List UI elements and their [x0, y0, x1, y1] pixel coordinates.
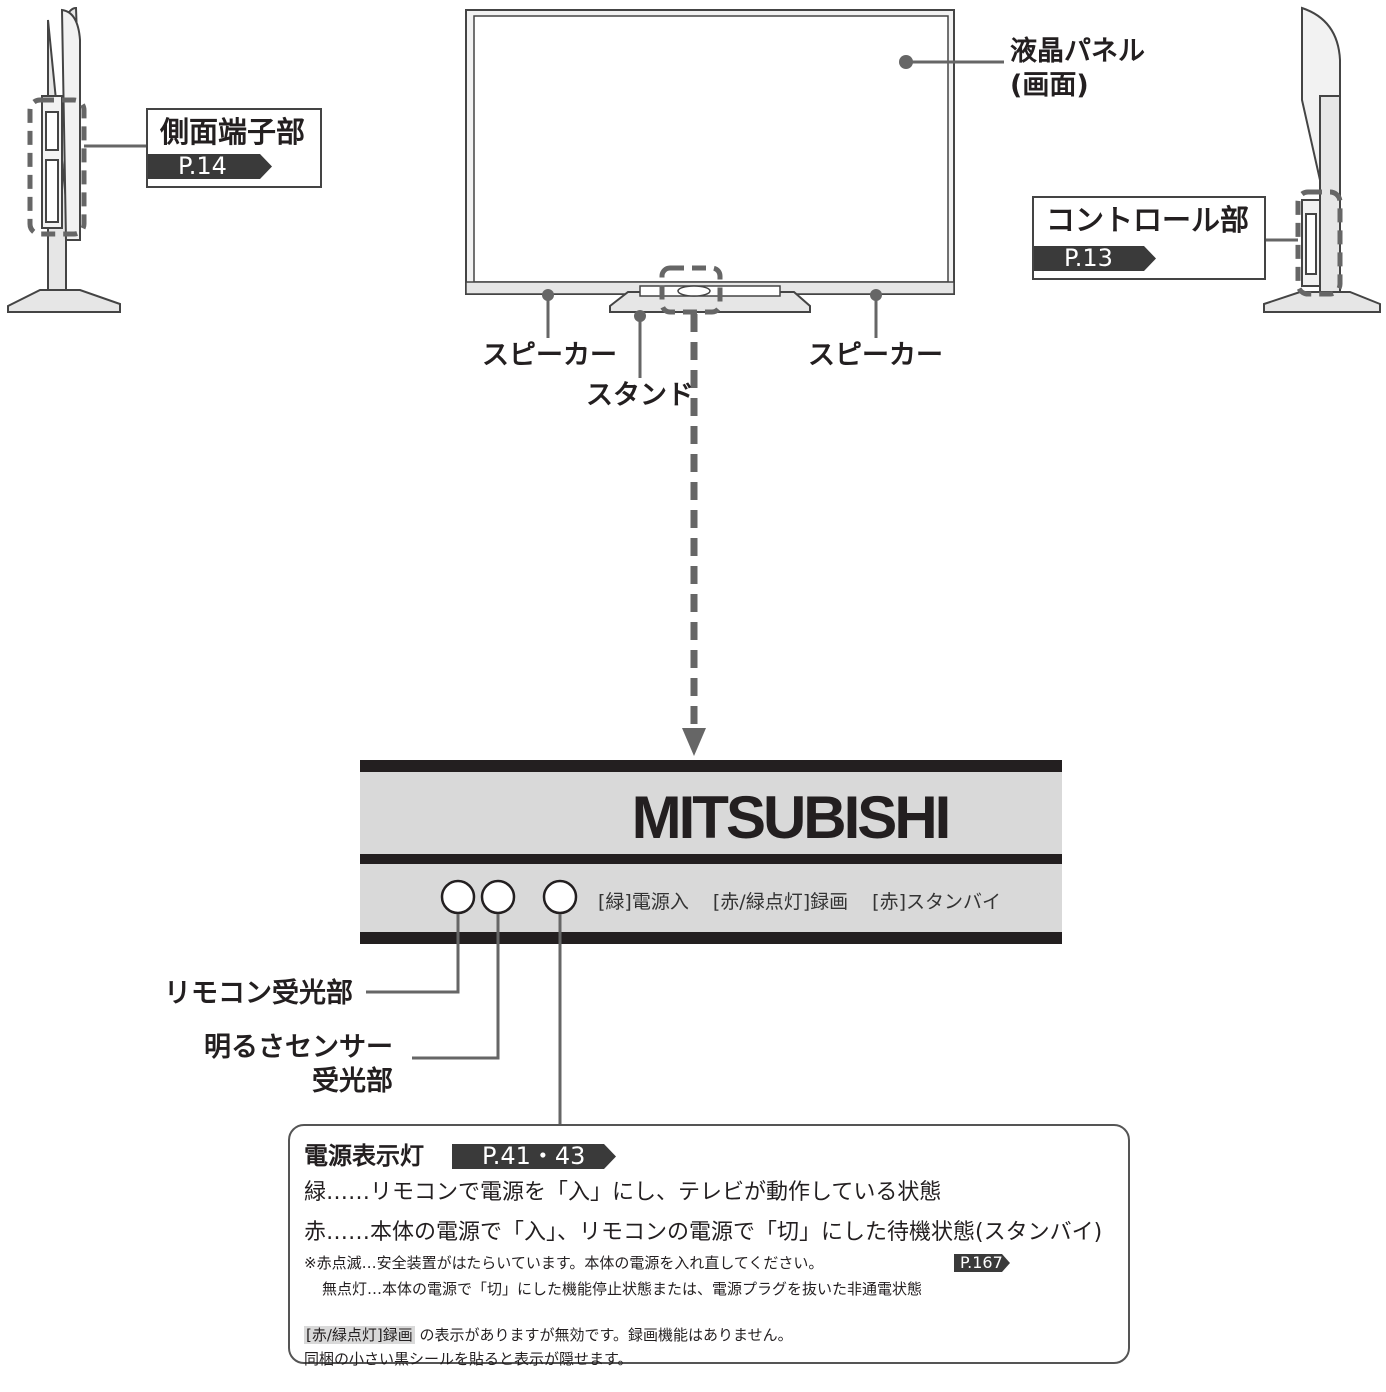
- remote-sensor-label: リモコン受光部: [164, 978, 353, 1009]
- front-panel-closeup: [360, 760, 1062, 944]
- power-indicator-lamp: [542, 879, 578, 915]
- indicator-blink-note: ※赤点滅…安全装置がはたらいています。本体の電源を入れ直してください。: [304, 1254, 824, 1272]
- indicator-green-desc: 緑……リモコンで電源を「入」にし、テレビが動作している状態: [304, 1180, 942, 1205]
- seal-note: 同梱の小さい黒シールを貼ると表示が隠せます。: [304, 1350, 633, 1368]
- control-label: コントロール部: [1046, 203, 1250, 237]
- tv-front-view: [465, 9, 955, 313]
- speaker-left-label: スピーカー: [482, 340, 617, 371]
- indicator-legend: [緑]電源入 [赤/緑点灯]録画 [赤]スタンバイ: [598, 887, 1019, 914]
- side-terminal-page-ref[interactable]: P.14: [148, 154, 272, 179]
- speaker-right-label: スピーカー: [808, 340, 943, 371]
- power-indicator-page-ref[interactable]: P.41・43: [452, 1144, 616, 1169]
- power-indicator-info-box: 電源表示灯 P.41・43 緑……リモコンで電源を「入」にし、テレビが動作してい…: [288, 1124, 1130, 1368]
- record-tag: [赤/緑点灯]録画: [304, 1326, 415, 1344]
- light-sensor-label: 明るさセンサー: [204, 1032, 393, 1063]
- indicator-red-desc: 赤……本体の電源で「入」、リモコンの電源で「切」にした待機状態(スタンバイ): [304, 1220, 1103, 1245]
- control-callout: コントロール部 P.13: [1032, 196, 1266, 280]
- power-indicator-title: 電源表示灯: [304, 1142, 424, 1170]
- control-page-ref[interactable]: P.13: [1034, 246, 1156, 271]
- light-sensor-sublabel: 受光部: [312, 1066, 393, 1097]
- indicator-off-note: 無点灯…本体の電源で「切」にした機能停止状態または、電源プラグを抜いた非通電状態: [322, 1280, 923, 1298]
- side-terminal-label: 側面端子部: [160, 115, 306, 149]
- side-terminal-callout: 側面端子部 P.14: [146, 108, 322, 188]
- front-sensor-highlight: [659, 265, 723, 315]
- control-highlight: [1295, 189, 1343, 297]
- remote-sensor-window: [440, 879, 476, 915]
- legend-standby: [赤]スタンバイ: [872, 891, 1001, 913]
- lcd-panel-label: 液晶パネル: [1010, 36, 1145, 67]
- legend-power-on: [緑]電源入: [598, 891, 689, 913]
- lcd-panel-sublabel: (画面): [1010, 70, 1089, 101]
- tv-side-view-left: [7, 6, 121, 313]
- brand-logo: MITSUBISHI: [631, 784, 952, 851]
- tv-side-view-right: [1263, 6, 1381, 313]
- arrow-down-icon: [682, 728, 706, 756]
- blink-page-ref[interactable]: P.167: [954, 1254, 1010, 1272]
- light-sensor-window: [480, 879, 516, 915]
- legend-record: [赤/緑点灯]録画: [712, 891, 849, 913]
- stand-label: スタンド: [586, 380, 694, 411]
- record-note-text: の表示がありますが無効です。録画機能はありません。: [419, 1326, 793, 1344]
- record-invalid-note: [赤/緑点灯]録画 の表示がありますが無効です。録画機能はありません。: [304, 1326, 793, 1344]
